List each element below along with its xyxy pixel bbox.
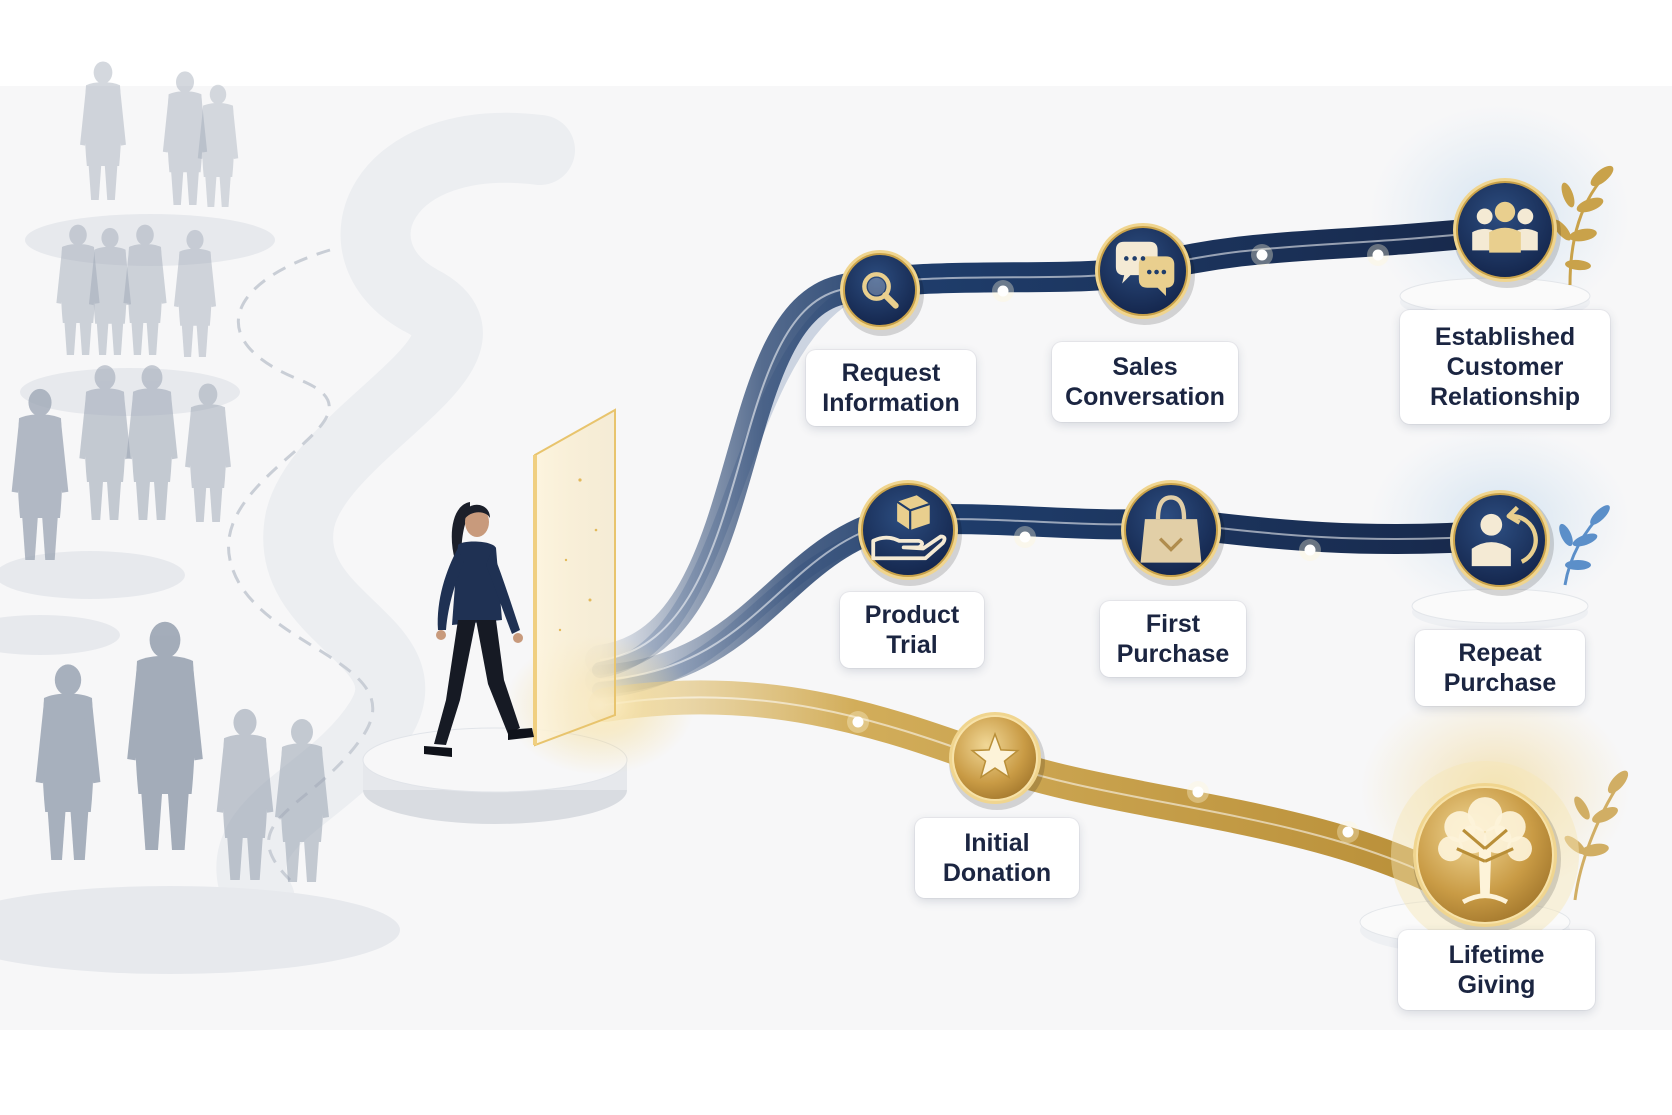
magnifier-icon	[862, 272, 899, 309]
stage-label-line: Sales	[1112, 353, 1178, 381]
glowing-doorway	[533, 408, 616, 747]
stage-label-line: Initial	[964, 829, 1030, 857]
stage-label-line: Customer	[1446, 353, 1564, 381]
crowd-person	[127, 621, 203, 850]
stage-label-line: Repeat	[1458, 639, 1542, 667]
crowd-person	[80, 61, 126, 200]
stage-label-line: Information	[822, 389, 960, 417]
crowd-person	[88, 227, 132, 355]
road-light-dot	[1337, 821, 1359, 843]
stage-coin-middle-2	[1121, 480, 1225, 586]
stage-coin-top-3	[1453, 178, 1561, 288]
path-top	[585, 215, 1520, 675]
stage-label-line: Established	[1434, 323, 1576, 351]
shopping-bag-icon	[1140, 495, 1202, 563]
stage-label-line: Giving	[1457, 971, 1536, 999]
crowd-person	[35, 664, 101, 860]
hand-box-icon	[871, 495, 947, 561]
crowd-person	[173, 229, 217, 357]
crowd-person	[11, 388, 69, 560]
road-centerline-middle	[599, 517, 1501, 681]
tree-icon	[1438, 797, 1532, 905]
stage-label-line: Relationship	[1429, 383, 1580, 411]
crowd-person	[123, 224, 167, 355]
path-middle	[585, 503, 1515, 695]
stage-label-line: Lifetime	[1448, 941, 1545, 969]
chat-bubbles-icon	[1115, 241, 1175, 297]
stage-label-line: Request	[841, 359, 941, 387]
stage-coins	[840, 178, 1579, 949]
person-repeat-icon	[1471, 505, 1538, 567]
stage-label-line: Purchase	[1443, 669, 1557, 697]
road-light-dot	[1014, 526, 1036, 548]
road-light-dot	[1367, 244, 1389, 266]
crowd-person	[162, 71, 208, 205]
crowd-person	[185, 383, 231, 522]
road-light-dot	[1187, 781, 1209, 803]
stage-label-line: Product	[864, 601, 960, 629]
stage-label-line: First	[1145, 610, 1201, 638]
stage-coin-top-1	[840, 250, 924, 336]
crowd-person	[126, 365, 178, 520]
leaf-sprig-gold-top	[1552, 165, 1614, 286]
star-icon	[970, 731, 1020, 780]
road-light-dot	[1299, 539, 1321, 561]
road-light-dot	[847, 711, 869, 733]
crowd-person	[275, 719, 329, 882]
walking-businesswoman	[424, 502, 534, 757]
people-group-icon	[1472, 201, 1538, 253]
stage-label-line: Donation	[942, 859, 1052, 887]
leaf-sprig-gold-bottom	[1564, 770, 1629, 901]
road-light-dot	[992, 280, 1014, 302]
crowd-silhouettes	[11, 61, 329, 882]
crowd-platforms	[0, 214, 400, 974]
stage-label-line: Trial	[886, 631, 938, 659]
stage-coin-middle-1	[858, 480, 962, 586]
stage-coin-bottom-2	[1391, 761, 1579, 949]
stage-coin-middle-3	[1450, 490, 1554, 596]
start-area	[362, 408, 695, 824]
stage-coin-bottom-1	[949, 712, 1045, 810]
crowd-person	[56, 224, 100, 355]
leaf-sprig-blue	[1559, 505, 1610, 586]
road-light-dot	[1251, 244, 1273, 266]
crowd-person	[197, 84, 239, 207]
backdrop-road	[216, 112, 575, 935]
crowd-person	[79, 365, 131, 520]
stage-label-line: Purchase	[1116, 640, 1230, 668]
crowd-person	[216, 708, 274, 880]
road-centerline-top	[599, 229, 1506, 661]
stage-coin-top-2	[1095, 223, 1195, 325]
stage-label-line: Conversation	[1065, 383, 1225, 411]
